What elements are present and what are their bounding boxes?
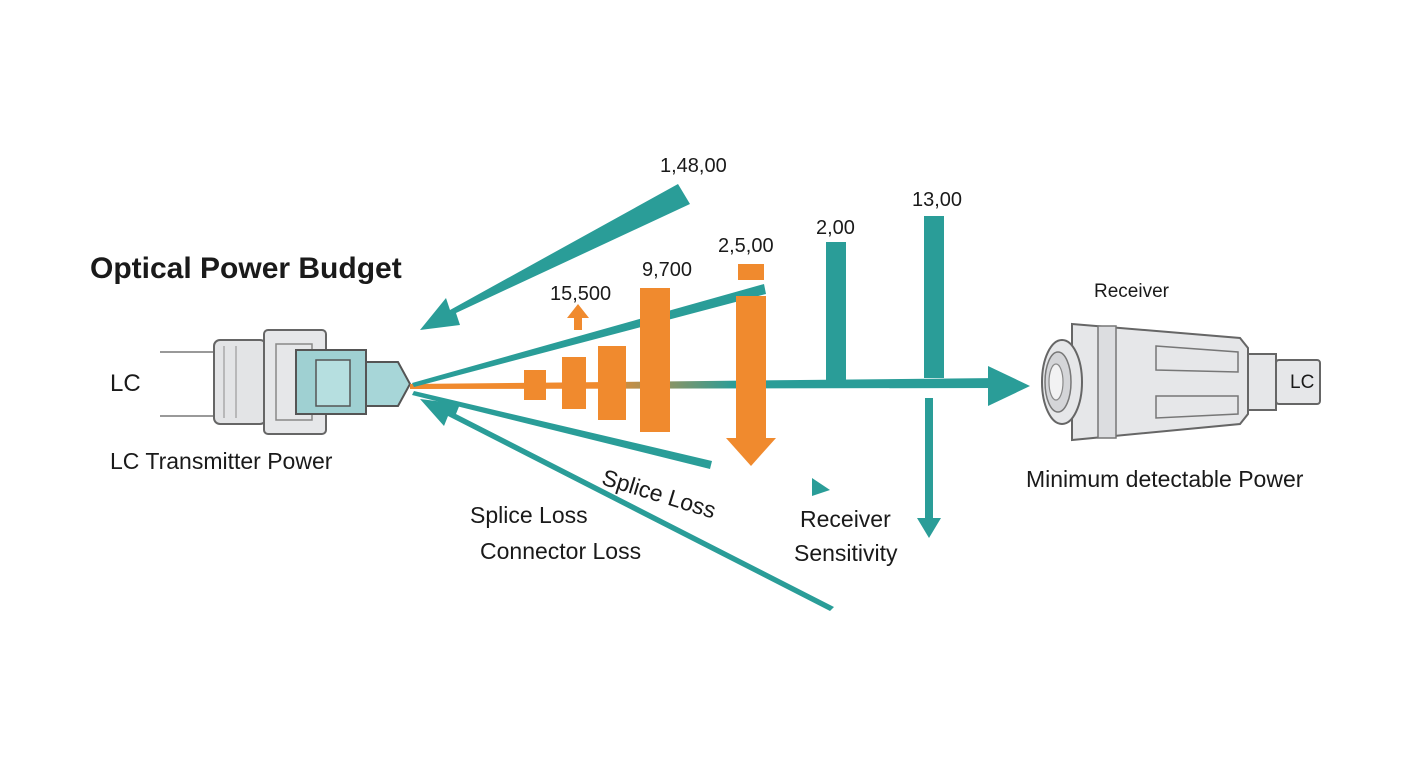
loss-bar-5-arrowhead [726, 438, 776, 466]
sensitivity-down-shaft [925, 398, 933, 520]
value-label-2: 15,500 [550, 283, 612, 305]
receiver-sensitivity-line1: Receiver [800, 506, 891, 532]
transmitter-connector [160, 329, 412, 435]
vertical-bar-2 [826, 242, 846, 382]
splice-loss-label: Splice Loss [470, 502, 588, 528]
loss-bar-2 [562, 357, 586, 409]
receiver-label: Receiver [1094, 281, 1169, 302]
receiver-connector-label: LC [1290, 372, 1315, 393]
upper-ray [412, 284, 766, 387]
sensitivity-down-arrowhead [917, 518, 941, 538]
orange-loss-bars [524, 264, 776, 466]
small-up-arrow-head [567, 304, 589, 318]
loss-bar-4 [640, 288, 670, 432]
diagram-title: Optical Power Budget [90, 252, 402, 285]
value-label-1: 1,48,00 [660, 155, 727, 177]
small-up-arrow-shaft [574, 316, 582, 330]
big-incoming-arrow [420, 184, 690, 330]
value-label-6: 13,00 [912, 189, 963, 211]
value-label-5: 2,00 [816, 217, 855, 239]
value-label-3: 9,700 [642, 259, 693, 281]
connector-boot [213, 339, 267, 425]
transmitter-connector-label: LC [110, 370, 141, 397]
connector-loss-label: Connector Loss [480, 538, 642, 564]
transmitter-caption: LC Transmitter Power [110, 448, 333, 474]
connector-tip [365, 361, 412, 407]
loss-bar-3 [598, 346, 626, 420]
receiver-connector [1041, 322, 1321, 442]
middle-lower-ray [412, 391, 712, 469]
loss-bar-1 [524, 370, 546, 400]
loss-bar-5-top [738, 264, 764, 280]
teal-rays [412, 184, 944, 611]
lower-return-arrow [420, 399, 834, 611]
receiver-plug-tip [1275, 359, 1321, 405]
vertical-bar-13 [924, 216, 944, 378]
loss-bar-5 [736, 296, 766, 440]
main-beam [410, 366, 1030, 406]
main-beam-arrowhead [988, 366, 1030, 406]
receiver-plug [1247, 353, 1277, 411]
receiver-caption: Minimum detectable Power [1026, 466, 1304, 492]
receiver-sensitivity-marker [812, 478, 830, 496]
value-label-4: 2,5,00 [718, 235, 774, 257]
receiver-sensitivity-line2: Sensitivity [794, 540, 898, 566]
